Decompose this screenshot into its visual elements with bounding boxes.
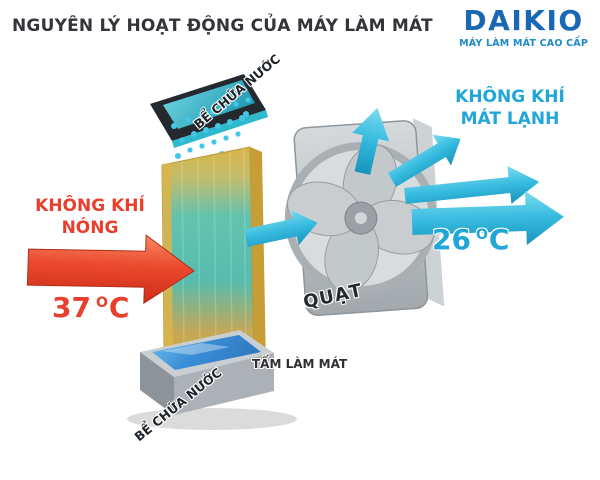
bottom-tank-left-face bbox=[140, 352, 174, 415]
cool-temp-unit: C bbox=[488, 223, 510, 256]
brand-tagline: MÁY LÀM MÁT CAO CẤP bbox=[459, 37, 588, 49]
arrow-up bbox=[352, 107, 390, 175]
degree-symbol: O bbox=[95, 294, 108, 311]
brand-logo: DAIKIO MÁY LÀM MÁT CAO CẤP bbox=[459, 4, 588, 49]
arrow-pad-to-fan bbox=[244, 209, 318, 247]
hot-temp-unit: C bbox=[108, 291, 130, 324]
cool-air-label: KHÔNG KHÍ MÁT LẠNH bbox=[432, 86, 588, 130]
degree-symbol: O bbox=[475, 226, 488, 243]
bottom-water-tank bbox=[127, 330, 297, 430]
arrow-up-right bbox=[387, 134, 461, 187]
bottom-tank-water-highlight bbox=[162, 343, 230, 355]
pad-texture-lines bbox=[181, 148, 247, 361]
bottom-tank-water bbox=[152, 335, 261, 370]
hot-air-line1: KHÔNG KHÍ bbox=[35, 196, 145, 216]
cool-air-arrows bbox=[244, 107, 564, 247]
tank-shadow bbox=[127, 408, 297, 430]
pad-right-face bbox=[250, 147, 266, 368]
page-title: NGUYÊN LÝ HOẠT ĐỘNG CỦA MÁY LÀM MÁT bbox=[12, 16, 433, 36]
arrow-right-mid bbox=[404, 166, 540, 204]
hot-air-line2: NÓNG bbox=[61, 218, 119, 239]
cooling-pad-label: TẤM LÀM MÁT bbox=[252, 357, 348, 371]
fan-hub-cap bbox=[354, 212, 367, 225]
arrow-right-big bbox=[411, 191, 564, 246]
cool-air-line1: KHÔNG KHÍ bbox=[455, 87, 565, 107]
cool-air-line2: MÁT LẠNH bbox=[460, 109, 560, 130]
hot-air-arrow bbox=[26, 234, 195, 305]
hot-air-label: KHÔNG KHÍ NÓNG bbox=[14, 195, 166, 239]
hot-temp-value: 37 bbox=[52, 291, 91, 324]
cooling-pad bbox=[161, 146, 266, 368]
cool-temp-value: 26 bbox=[432, 223, 471, 256]
top-tank-water bbox=[163, 80, 255, 129]
bottom-tank-front-face bbox=[174, 353, 274, 415]
brand-name: DAIKIO bbox=[463, 4, 584, 37]
